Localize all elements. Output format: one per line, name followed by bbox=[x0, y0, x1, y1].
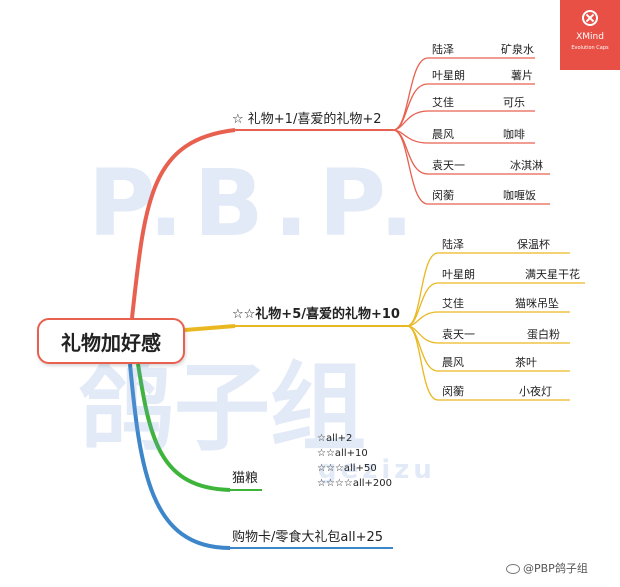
branch-4-title: 购物卡/零食大礼包all+25 bbox=[232, 530, 384, 545]
root-node: 礼物加好感 bbox=[37, 318, 185, 364]
logo-title: XMind bbox=[576, 32, 604, 42]
b1-item-gift: 咖啡 bbox=[503, 128, 525, 141]
weibo-credit: @PBP鸽子组 bbox=[506, 560, 588, 576]
b2-item-gift: 满天星干花 bbox=[525, 268, 580, 281]
b1-item-name: 袁天一 bbox=[432, 159, 465, 172]
b1-item-name: 闵蘅 bbox=[432, 189, 454, 202]
b3-item: ☆all+2 bbox=[317, 433, 353, 444]
b2-item-gift: 蛋白粉 bbox=[527, 328, 560, 341]
watermark-pbp: P.B.P. bbox=[88, 150, 425, 257]
connector-b2 bbox=[184, 324, 236, 332]
b2-item-name: 袁天一 bbox=[442, 328, 475, 341]
b3-item: ☆☆☆☆all+200 bbox=[317, 478, 393, 489]
b1-item-name: 叶星朗 bbox=[432, 69, 465, 82]
watermark-pinyin: gezizu bbox=[318, 455, 436, 485]
branch-2-title: ☆☆礼物+5/喜爱的礼物+10 bbox=[232, 307, 400, 322]
b2-item-gift: 小夜灯 bbox=[519, 385, 552, 398]
logo-subtitle: Evolution Caps bbox=[571, 45, 609, 51]
root-label: 礼物加好感 bbox=[61, 330, 161, 355]
b3-item: ☆☆all+10 bbox=[317, 448, 368, 459]
credit-text: @PBP鸽子组 bbox=[523, 562, 588, 575]
branch-3-title: 猫粮 bbox=[232, 471, 259, 486]
b2-item-name: 叶星朗 bbox=[442, 268, 475, 281]
b2-item-name: 晨风 bbox=[442, 356, 464, 369]
connector-b4 bbox=[128, 363, 231, 550]
b3-item: ☆☆☆all+50 bbox=[317, 463, 377, 474]
b2-item-gift: 茶叶 bbox=[515, 356, 537, 369]
b2-item-gift: 猫咪吊坠 bbox=[515, 297, 559, 310]
branch-1-title: ☆ 礼物+1/喜爱的礼物+2 bbox=[232, 112, 382, 127]
b1-item-name: 陆泽 bbox=[432, 43, 454, 56]
xmind-logo: XMind Evolution Caps bbox=[560, 0, 620, 70]
b1-leaf-connectors bbox=[392, 57, 550, 205]
b2-item-gift: 保温杯 bbox=[517, 238, 550, 251]
weibo-icon bbox=[506, 564, 520, 574]
b1-item-name: 晨风 bbox=[432, 128, 454, 141]
close-x-icon bbox=[582, 10, 598, 26]
b1-item-name: 艾佳 bbox=[432, 96, 454, 109]
b2-item-name: 陆泽 bbox=[442, 238, 464, 251]
b1-item-gift: 咖喱饭 bbox=[503, 189, 536, 202]
b1-item-gift: 矿泉水 bbox=[501, 43, 534, 56]
b1-item-gift: 冰淇淋 bbox=[510, 159, 543, 172]
b2-item-name: 艾佳 bbox=[442, 297, 464, 310]
b1-item-gift: 薯片 bbox=[511, 69, 533, 82]
b2-item-name: 闵蘅 bbox=[442, 385, 464, 398]
b2-leaf-connectors bbox=[406, 252, 585, 401]
b1-item-gift: 可乐 bbox=[503, 96, 525, 109]
connector-b1 bbox=[130, 128, 236, 319]
watermark-gezizu: 鸽子组 bbox=[78, 352, 366, 464]
connector-b3 bbox=[136, 363, 231, 492]
